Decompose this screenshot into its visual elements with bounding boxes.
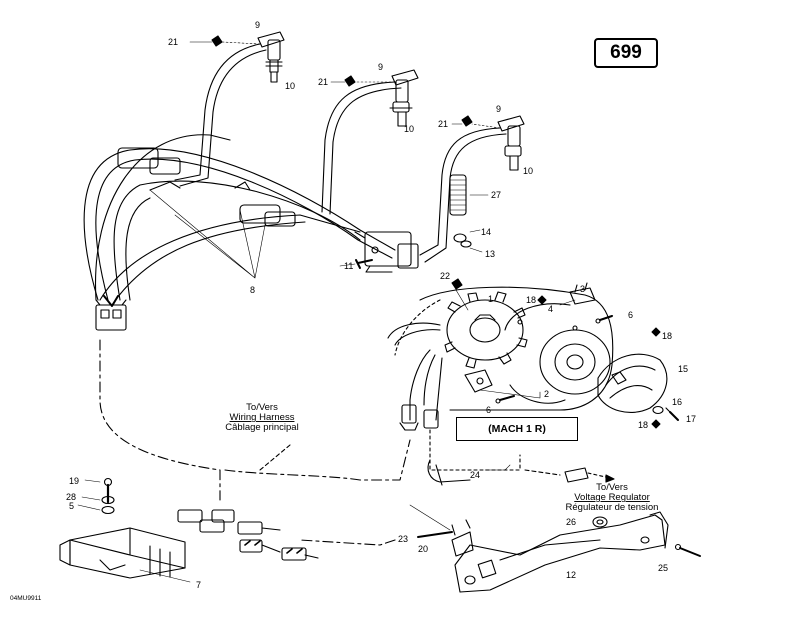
callout-9: 9 xyxy=(496,104,501,114)
sleeve xyxy=(449,174,489,216)
magneto-connector-b xyxy=(423,409,439,429)
callout-17: 17 xyxy=(686,414,696,424)
callout-21: 21 xyxy=(438,119,448,129)
spark-plug-3 xyxy=(497,115,525,171)
callout-9: 9 xyxy=(378,62,383,72)
callout-15: 15 xyxy=(678,364,688,374)
note-wiring-to: To/Vers xyxy=(246,402,278,413)
harness-plugs xyxy=(177,509,319,561)
magneto-cover xyxy=(597,353,668,413)
note-wiring-fr: Câblage principal xyxy=(225,422,298,433)
callout-16: 16 xyxy=(672,397,682,407)
callout-20: 20 xyxy=(418,544,428,554)
callout-9: 9 xyxy=(255,20,260,30)
note-regulator-fr: Régulateur de tension xyxy=(566,502,659,513)
callout-18: 18 xyxy=(662,331,672,341)
callout-13: 13 xyxy=(485,249,495,259)
callout-28: 28 xyxy=(66,492,76,502)
page-number-badge: 699 xyxy=(594,38,658,68)
callout-18: 18 xyxy=(526,295,536,305)
callout-4: 4 xyxy=(548,304,553,314)
callout-23: 23 xyxy=(398,534,408,544)
callout-10: 10 xyxy=(285,81,295,91)
spark-plug-1 xyxy=(257,31,285,83)
callout-21: 21 xyxy=(318,77,328,87)
main-harness xyxy=(83,134,396,306)
note-regulator-en: Voltage Regulator xyxy=(574,492,650,503)
ignition-coil xyxy=(354,231,419,273)
callout-5: 5 xyxy=(69,501,74,511)
callout-2: 2 xyxy=(544,389,549,399)
callout-12: 12 xyxy=(566,570,576,580)
stator xyxy=(444,291,528,369)
callout-10: 10 xyxy=(404,124,414,134)
spark-plug-wires xyxy=(174,43,507,263)
callout-22: 22 xyxy=(440,271,450,281)
callout-24: 24 xyxy=(470,470,480,480)
callout-6: 6 xyxy=(628,310,633,320)
note-wiring-en: Wiring Harness xyxy=(230,412,295,423)
callout-26: 26 xyxy=(566,517,576,527)
callout-10: 10 xyxy=(523,166,533,176)
drawing-code: 04MU9911 xyxy=(10,595,42,602)
magneto-housing xyxy=(419,286,614,411)
callout-6: 6 xyxy=(486,405,491,415)
harness-connector xyxy=(95,295,127,331)
callout-1: 1 xyxy=(488,294,493,304)
callout-21: 21 xyxy=(168,37,178,47)
cdi-module xyxy=(59,527,186,579)
callout-27: 27 xyxy=(491,190,501,200)
note-regulator-to: To/Vers xyxy=(596,482,628,493)
spark-plug-2 xyxy=(389,69,419,127)
callout-3: 3 xyxy=(580,284,585,294)
callout-18: 18 xyxy=(638,420,648,430)
callout-7: 7 xyxy=(196,580,201,590)
mounting-bracket xyxy=(454,514,666,593)
callout-11: 11 xyxy=(344,261,353,271)
variant-label: (MACH 1 R) xyxy=(456,417,578,441)
callout-14: 14 xyxy=(481,227,491,237)
magneto-connector-a xyxy=(401,404,417,424)
callout-19: 19 xyxy=(69,476,79,486)
callout-25: 25 xyxy=(658,563,668,573)
callout-8: 8 xyxy=(250,285,255,295)
